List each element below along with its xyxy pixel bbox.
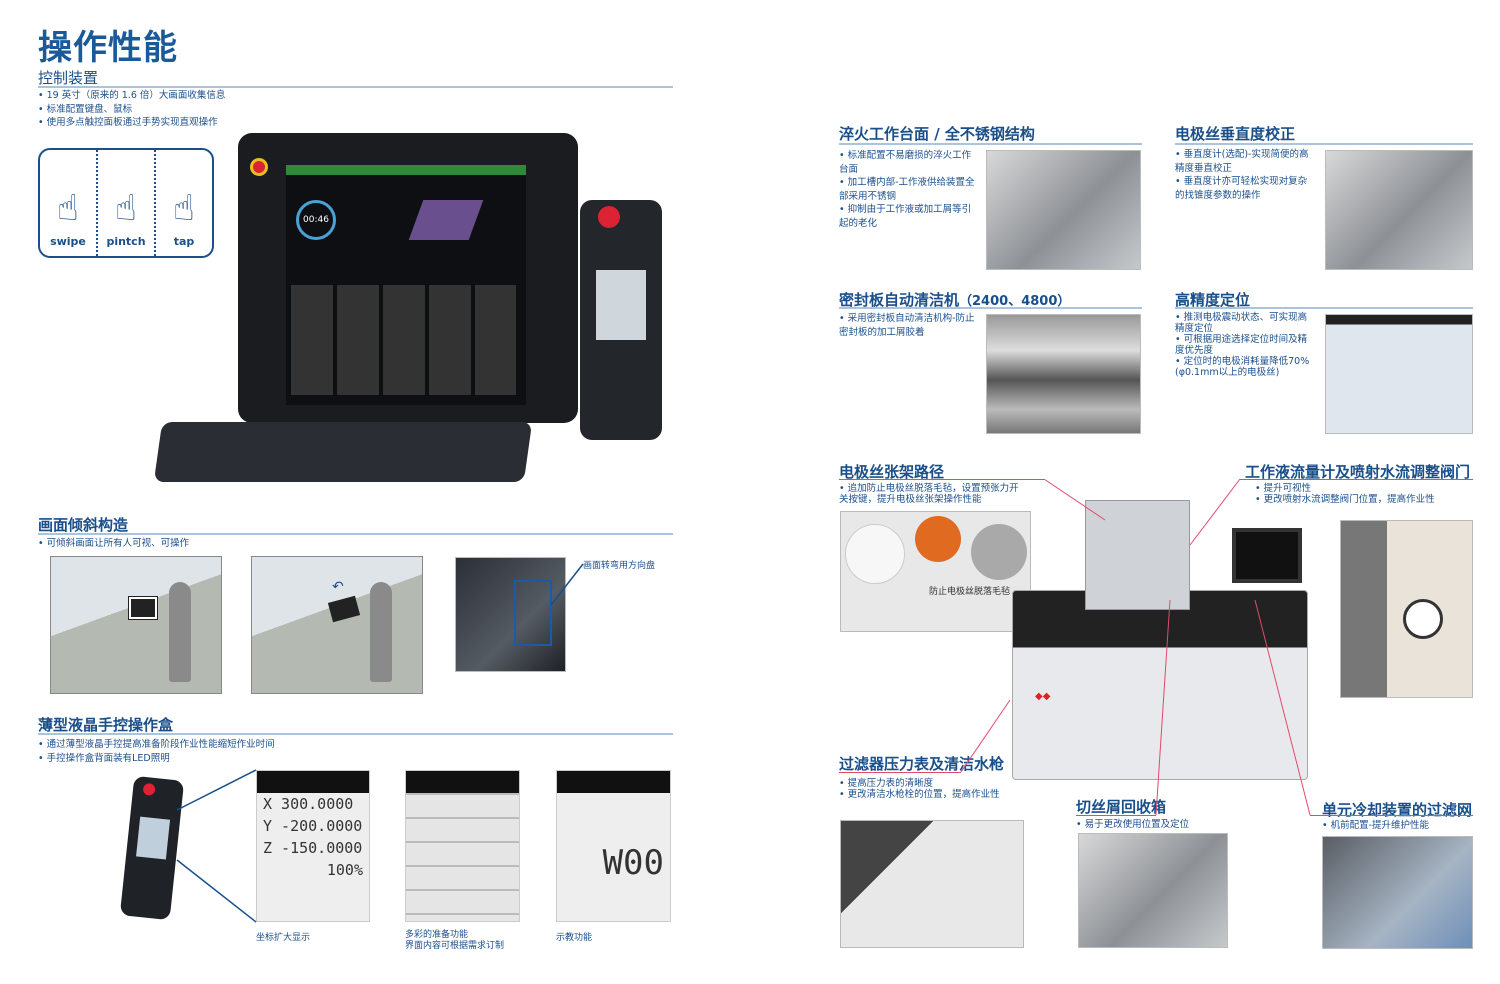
tilt-callout-label: 画面转弯用方向盘 <box>583 561 656 571</box>
section-title-position: 高精度定位 <box>1175 291 1251 309</box>
caption-coordinates: 坐标扩大显示 <box>256 933 311 943</box>
tilt-illustration-tilted: ↶ <box>251 556 423 694</box>
gesture-pinch-label: pintch <box>106 235 146 248</box>
caption-teach: 示教功能 <box>556 933 593 943</box>
filter-gauge-photo <box>840 820 1024 948</box>
section-title-pendant: 薄型液晶手控操作盒 <box>38 716 174 734</box>
page-title: 操作性能 <box>38 28 178 68</box>
screen-timer: 00:46 <box>296 200 336 240</box>
pendant-screen-setup <box>405 770 520 922</box>
handheld-pendant-image <box>580 200 662 440</box>
filter-mesh-photo <box>1322 836 1473 949</box>
section-title-tilt: 画面倾斜构造 <box>38 516 129 534</box>
gesture-tap-label: tap <box>173 235 195 248</box>
mesh-bullets: 机前配置-提升维护性能 <box>1322 819 1429 833</box>
pendant-screen-teach: W00 <box>556 770 671 922</box>
seal-bullets: 采用密封板自动清洁机构-防止密封板的加工屑胶着 <box>839 312 979 339</box>
tension-bullets: 追加防止电极丝脱落毛毡，设置预张力开关按键，提升电极丝张架操作性能 <box>839 483 1019 505</box>
pendant-bullets: 通过薄型液晶手控提高准备阶段作业性能缩短作业时间手控操作盒背面装有LED照明 <box>38 738 275 765</box>
section-title-tension: 电极丝张架路径 <box>839 463 945 481</box>
flow-bullets: 提升可视性更改喷射水流调整阀门位置，提高作业性 <box>1255 483 1435 505</box>
swipe-hand-icon: ☝ <box>57 188 79 229</box>
vertical-gauge-photo <box>1325 150 1473 270</box>
section-title-flow: 工作液流量计及喷射水流调整阀门 <box>1245 463 1471 481</box>
section-title-control: 控制装置 <box>38 69 99 87</box>
control-monitor-image: 00:46 <box>238 133 578 423</box>
quench-bullets: 标准配置不易磨损的淬火工作台面加工槽内部-工作液供给装置全部采用不锈钢抑制由于工… <box>839 149 979 230</box>
position-bullets: 推测电极震动状态、可实现高精度定位可根据用途选择定位时间及精度优先度定位时的电极… <box>1175 312 1315 378</box>
gesture-panel: ☝ swipe ☝ pintch ☝ tap <box>38 148 214 258</box>
filter-bullets: 提高压力表的清晰度更改清洁水枪栓的位置，提高作业性 <box>839 778 1000 800</box>
tension-path-photo: 防止电极丝脱落毛毡 <box>840 511 1031 632</box>
control-bullets: 19 英寸（原来的 1.6 倍）大画面收集信息标准配置键盘、鼠标使用多点触控面板… <box>38 89 226 130</box>
mitsubishi-logo-icon: ◆◆ <box>1035 691 1051 702</box>
scrap-box-photo <box>1078 833 1228 948</box>
machine-monitor-image <box>1232 528 1302 583</box>
section-title-mesh: 单元冷却装置的过滤网 <box>1322 801 1473 819</box>
vertical-bullets: 垂直度计(选配)-实现简便的高精度垂直校正垂直度计亦可轻松实现对复杂的找锥度参数… <box>1175 148 1315 202</box>
quench-table-photo <box>986 150 1141 270</box>
flow-meter-photo <box>1340 520 1473 698</box>
pendant-screen-coordinates: X 300.0000 Y -200.0000 Z -150.0000 100% <box>256 770 370 922</box>
section-title-filter: 过滤器压力表及清洁水枪 <box>839 755 1005 773</box>
position-screen-photo <box>1325 314 1473 434</box>
tension-callout-label: 防止电极丝脱落毛毡 <box>929 587 1011 597</box>
pinch-hand-icon: ☝ <box>115 188 137 229</box>
section-title-scrap: 切丝屑回收箱 <box>1076 798 1167 816</box>
gesture-swipe-label: swipe <box>50 235 86 248</box>
tap-hand-icon: ☝ <box>173 188 195 229</box>
scrap-bullets: 易于更改使用位置及定位 <box>1076 818 1190 832</box>
section-title-vertical: 电极丝垂直度校正 <box>1175 125 1296 143</box>
tilt-handle-photo <box>455 557 566 672</box>
caption-setup: 多彩的准备功能界面内容可根据需求订制 <box>405 930 505 951</box>
section-title-quench: 淬火工作台面 / 全不锈钢结构 <box>839 125 1035 143</box>
tilt-illustration-upright <box>50 556 222 694</box>
seal-cleaner-photo <box>986 314 1141 434</box>
tilt-arrow-icon: ↶ <box>332 579 344 595</box>
tilt-bullets: 可倾斜画面让所有人可视、可操作 <box>38 537 190 551</box>
section-title-seal: 密封板自动清洁机（2400、4800） <box>839 291 1071 309</box>
